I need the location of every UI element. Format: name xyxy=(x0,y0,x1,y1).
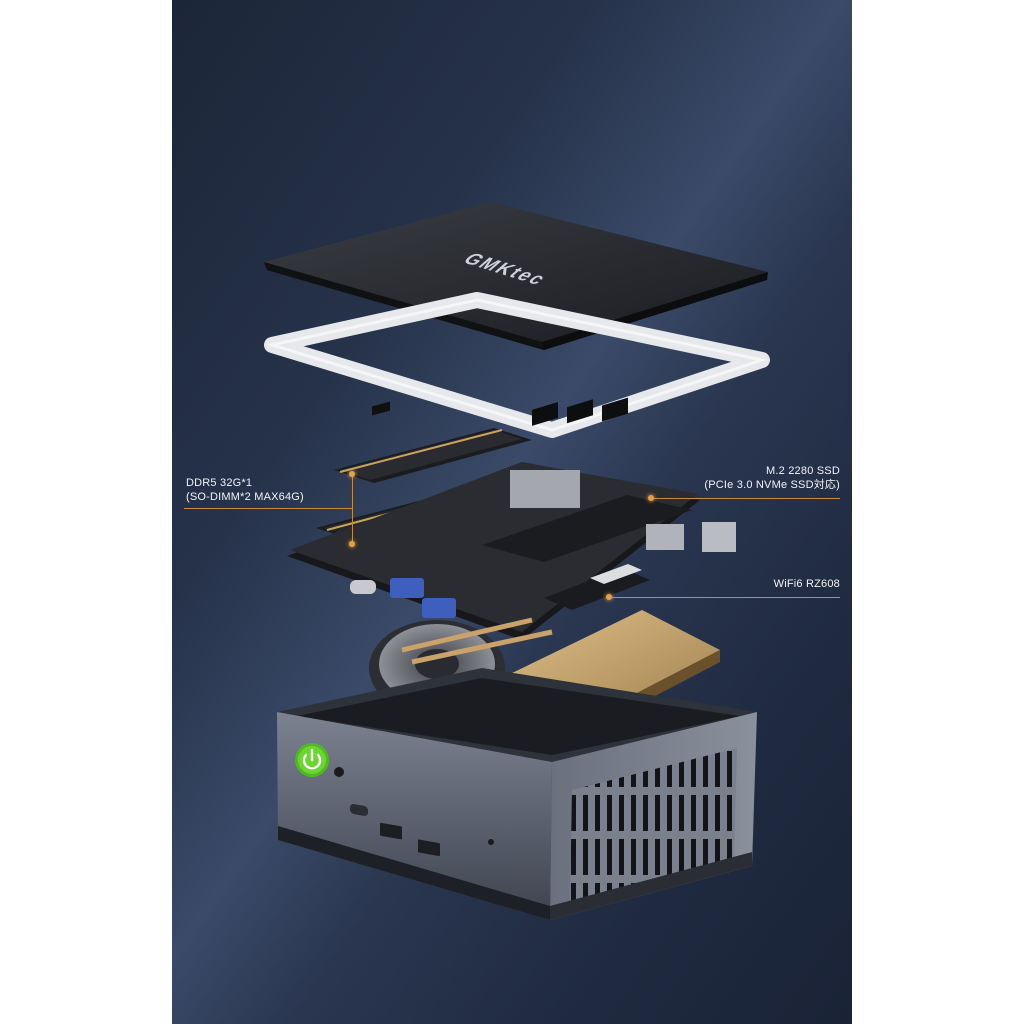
callout-ddr5-dot-lower xyxy=(349,541,355,547)
callout-ssd-line xyxy=(652,498,840,499)
exploded-view-illustration: GMKtec xyxy=(264,202,770,920)
callout-ssd-dot xyxy=(648,495,654,501)
power-button xyxy=(295,743,329,777)
callout-ddr5-line xyxy=(184,508,352,509)
chassis xyxy=(277,668,757,920)
callout-ddr5-dot xyxy=(349,471,355,477)
callout-ddr5-leader xyxy=(352,474,353,546)
callout-ddr5-line1: DDR5 32G*1 xyxy=(186,477,253,489)
callout-ssd-line2: (PCIe 3.0 NVMe SSD対応) xyxy=(704,479,840,491)
callout-ddr5-line2: (SO-DIMM*2 MAX64G) xyxy=(186,491,304,503)
callout-ssd-line1: M.2 2280 SSD xyxy=(766,465,840,477)
callout-wifi-line xyxy=(610,597,840,598)
power-icon xyxy=(302,748,322,770)
callout-ddr5: DDR5 32G*1 (SO-DIMM*2 MAX64G) xyxy=(186,476,304,504)
product-photo-panel: GMKtec xyxy=(172,0,852,1024)
top-lid xyxy=(264,202,768,350)
motherboard xyxy=(287,397,736,640)
frame-ring xyxy=(264,292,770,438)
callout-wifi-line1: WiFi6 RZ608 xyxy=(773,578,840,590)
callout-ssd: M.2 2280 SSD (PCIe 3.0 NVMe SSD対応) xyxy=(704,464,840,492)
callout-wifi-dot xyxy=(606,594,612,600)
callout-wifi: WiFi6 RZ608 xyxy=(774,577,840,591)
